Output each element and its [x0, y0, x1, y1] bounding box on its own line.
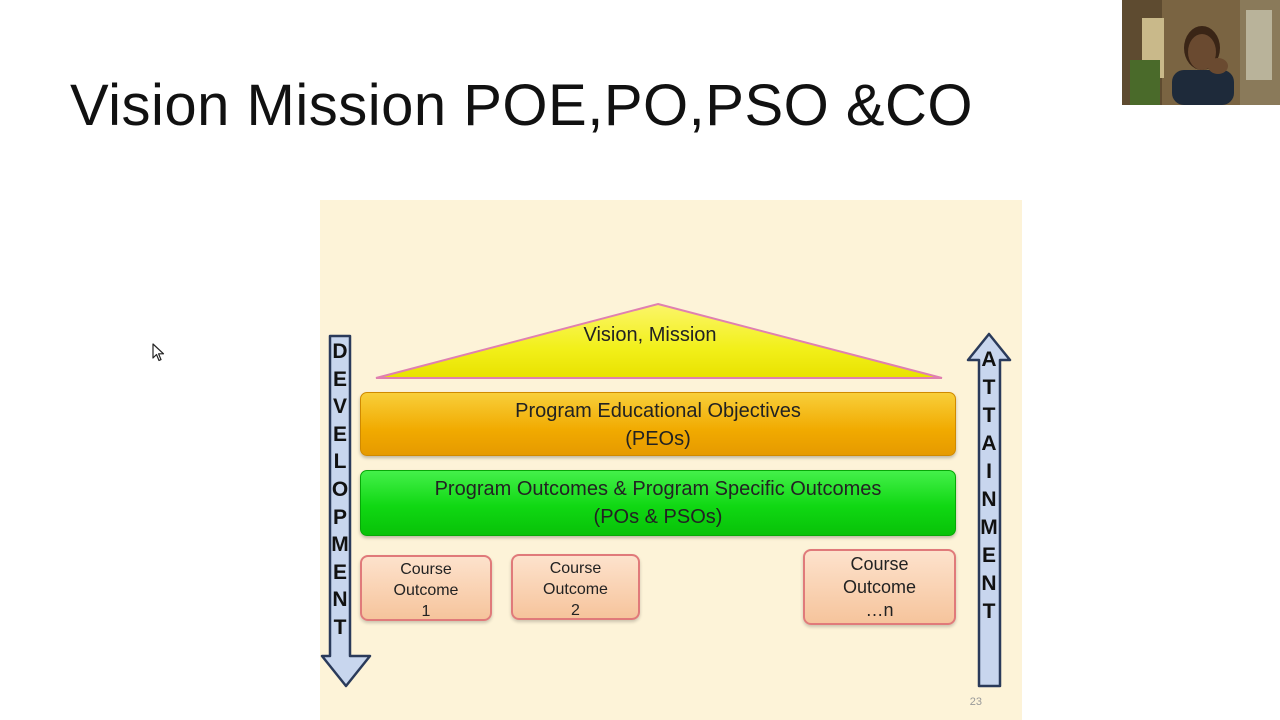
development-arrow	[320, 334, 372, 688]
attainment-arrow	[966, 332, 1012, 688]
peo-abbr: (PEOs)	[625, 428, 691, 450]
peo-title: Program Educational Objectives	[515, 400, 801, 422]
peo-band: Program Educational Objectives (PEOs)	[360, 392, 956, 456]
course-outcome-1: Course Outcome 1	[360, 555, 492, 621]
mouse-pointer-icon	[152, 343, 165, 362]
slide-title: Vision Mission POE,PO,PSO &CO	[70, 73, 974, 138]
course-outcome-2: Course Outcome 2	[511, 554, 640, 620]
po-pso-title: Program Outcomes & Program Specific Outc…	[434, 478, 882, 500]
vision-mission-label: Vision, Mission	[583, 324, 717, 346]
development-label: D E V E L O P M E N T	[331, 340, 349, 639]
slide-number: 23	[969, 696, 982, 708]
presenter-image	[1122, 0, 1280, 105]
course-outcome-n: Course Outcome …n	[803, 549, 956, 625]
presenter-video-thumbnail[interactable]	[1122, 0, 1280, 105]
outcomes-diagram: D E V E L O P M E N T A T T A I N M E N …	[320, 200, 1022, 720]
vision-mission-roof	[375, 302, 943, 379]
po-pso-abbr: (POs & PSOs)	[593, 506, 723, 528]
attainment-label: A T T A I N M E N T	[980, 348, 998, 623]
po-pso-band: Program Outcomes & Program Specific Outc…	[360, 470, 956, 536]
